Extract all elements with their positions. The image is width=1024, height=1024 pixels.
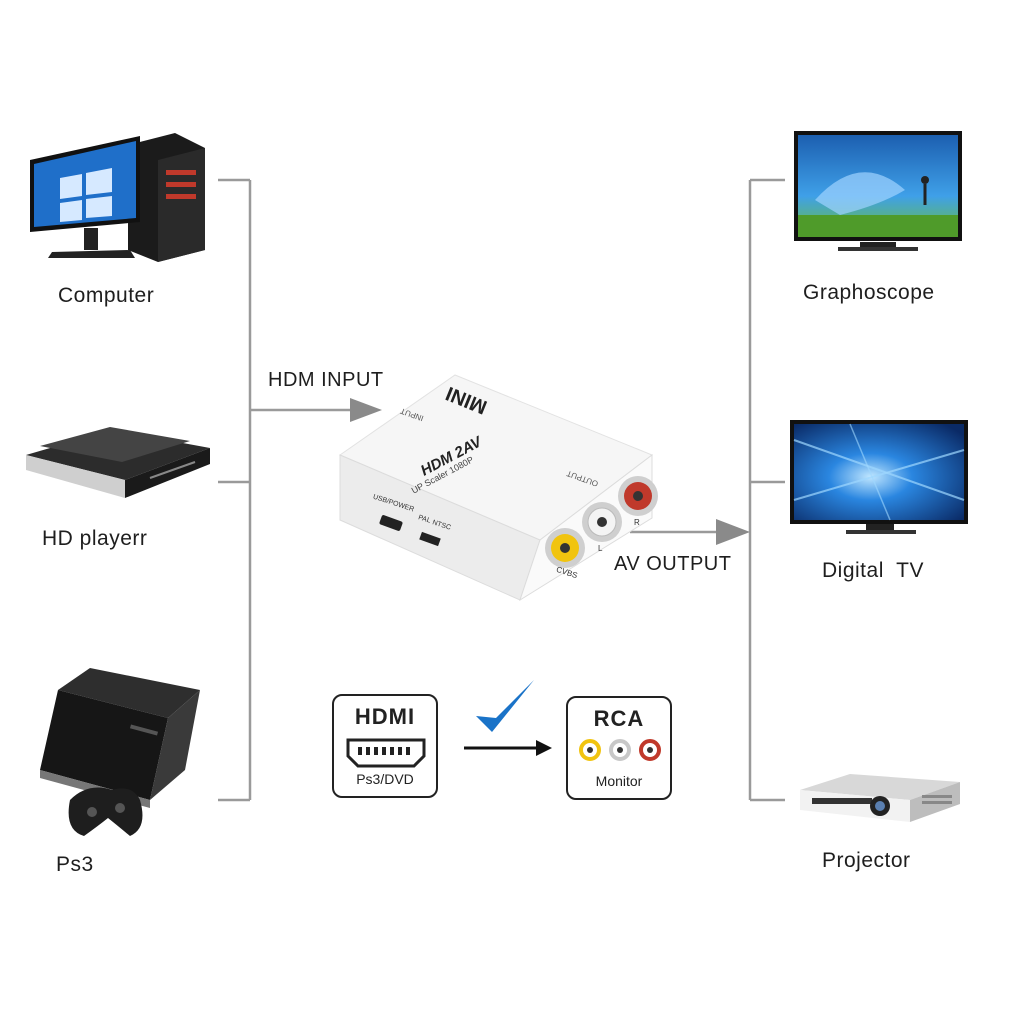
label-hdm-input: HDM INPUT xyxy=(268,369,384,391)
hdmi-subtitle: Ps3/DVD xyxy=(356,771,414,787)
label-hd-player: HD playerr xyxy=(42,527,148,550)
input-arrow-head xyxy=(350,398,382,422)
label-graphoscope: Graphoscope xyxy=(803,281,935,304)
label-av-output: AV OUTPUT xyxy=(614,553,732,575)
rca-title: RCA xyxy=(593,706,645,731)
rca-jacks-icon xyxy=(579,739,661,761)
rca-box: RCA Monitor xyxy=(566,696,672,800)
hdmi-title: HDMI xyxy=(354,704,416,729)
label-ps3: Ps3 xyxy=(56,853,94,876)
label-digital-tv: Digital TV xyxy=(822,559,924,582)
output-arrow-head xyxy=(716,519,750,545)
label-projector: Projector xyxy=(822,849,911,872)
hdmi-connector-icon xyxy=(346,738,426,768)
device-l-label: L xyxy=(598,544,603,553)
device-r-label: R xyxy=(634,518,640,527)
checkmark-icon xyxy=(476,680,534,732)
hdmi-box: HDMI Ps3/DVD xyxy=(332,694,438,798)
label-computer: Computer xyxy=(58,284,155,307)
rca-subtitle: Monitor xyxy=(595,773,643,789)
arrow-right-icon xyxy=(536,740,552,756)
